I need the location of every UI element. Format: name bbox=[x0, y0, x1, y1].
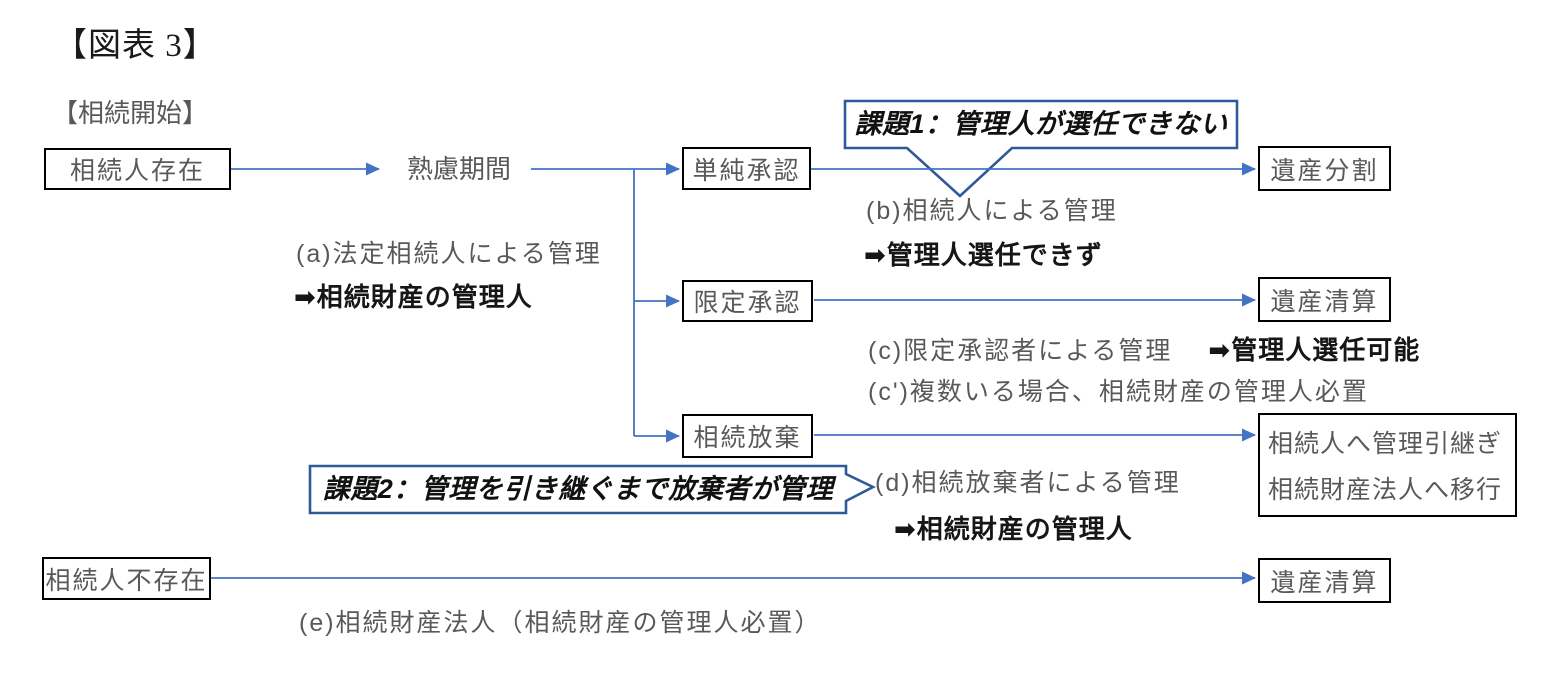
note-b-bold: ➡管理人選任できず bbox=[864, 240, 1103, 270]
note-c: (c)限定承認者による管理 bbox=[868, 337, 1173, 365]
note-d: (d)相続放棄者による管理 bbox=[875, 469, 1181, 497]
note-a: (a)法定相続人による管理 bbox=[296, 240, 602, 268]
handover-line-1: 相続人へ管理引継ぎ bbox=[1268, 430, 1503, 459]
issue1-callout-shape bbox=[843, 99, 1239, 198]
figure-title: 【図表 3】 bbox=[54, 28, 217, 64]
note-e: (e)相続財産法人（相続財産の管理人必置） bbox=[299, 609, 822, 637]
node-estate-liquidation-bottom: 遺産清算 bbox=[1258, 558, 1391, 603]
handover-line-2: 相続財産法人へ移行 bbox=[1268, 475, 1503, 504]
inheritance-start-label: 【相続開始】 bbox=[52, 98, 209, 128]
note-d-bold: ➡相続財産の管理人 bbox=[894, 514, 1133, 544]
note-a-bold: ➡相続財産の管理人 bbox=[294, 282, 533, 312]
deliberation-period-label: 熟慮期間 bbox=[407, 154, 512, 184]
issue1-callout-text: 課題1：管理人が選任できない bbox=[854, 109, 1228, 139]
node-estate-liquidation-mid: 遺産清算 bbox=[1258, 277, 1391, 322]
node-renunciation: 相続放棄 bbox=[682, 414, 813, 458]
note-c-bold: ➡管理人選任可能 bbox=[1208, 335, 1421, 365]
issue2-callout-text: 課題2：管理を引き継ぐまで放棄者が管理 bbox=[322, 474, 834, 504]
note-c-row: (c)限定承認者による管理 ➡管理人選任可能 bbox=[868, 337, 1420, 364]
node-management-handover: 相続人へ管理引継ぎ 相続財産法人へ移行 bbox=[1258, 413, 1517, 517]
node-heir-exists: 相続人存在 bbox=[44, 148, 231, 190]
issue2-callout-shape bbox=[308, 464, 876, 515]
node-limited-acceptance: 限定承認 bbox=[682, 280, 813, 322]
node-simple-acceptance: 単純承認 bbox=[682, 147, 811, 190]
node-estate-division: 遺産分割 bbox=[1258, 146, 1391, 191]
node-heir-absent: 相続人不存在 bbox=[42, 557, 211, 600]
note-b: (b)相続人による管理 bbox=[866, 197, 1118, 225]
note-c-prime: (c')複数いる場合、相続財産の管理人必置 bbox=[868, 378, 1369, 406]
